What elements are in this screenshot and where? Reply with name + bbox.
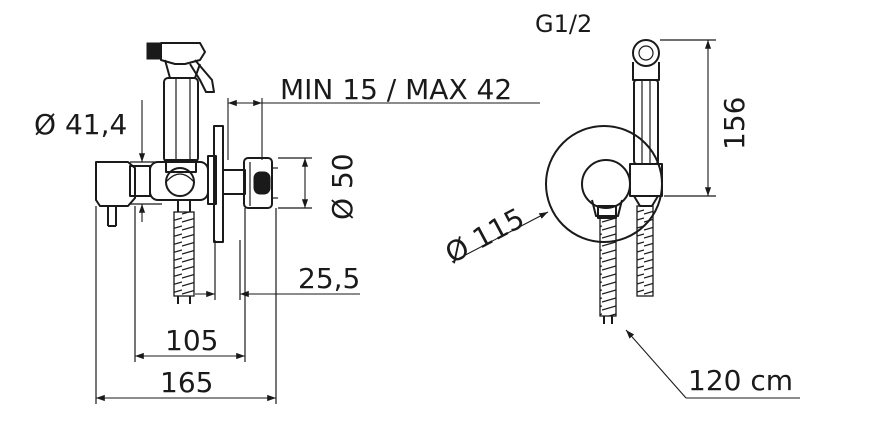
valve-body	[243, 157, 278, 209]
thread-label: G1/2	[535, 10, 592, 38]
diameter-flange-label: Ø 50	[326, 153, 359, 220]
depth-105-label: 105	[165, 324, 218, 357]
dimension-min-max: MIN 15 / MAX 42	[227, 73, 540, 160]
front-shower	[629, 39, 663, 207]
height-label: 156	[718, 97, 751, 150]
dimension-diameter-handle: Ø 41,4	[34, 100, 162, 222]
holder-bracket	[95, 155, 217, 227]
dimension-165: 165	[95, 206, 277, 404]
front-hoses	[599, 205, 654, 324]
shower-head	[146, 42, 215, 173]
dimension-diameter-flange: Ø 50	[278, 153, 359, 220]
dimension-offset: 25,5	[195, 240, 360, 300]
dimension-105: 105	[134, 206, 246, 362]
wall-plate	[213, 125, 246, 243]
hose-length-label: 120 cm	[688, 364, 793, 397]
side-view: MIN 15 / MAX 42 Ø 41,4 Ø 50 25,5	[34, 42, 540, 404]
dimension-height: 156	[660, 39, 751, 197]
front-view: G1/2 156	[440, 10, 800, 399]
side-hose	[173, 200, 195, 304]
diameter-handle-label: Ø 41,4	[34, 108, 127, 141]
dimension-hose-length: 120 cm	[625, 329, 800, 399]
depth-165-label: 165	[160, 366, 213, 399]
diameter-plate-label: Ø 115	[440, 201, 530, 270]
min-max-label: MIN 15 / MAX 42	[280, 73, 512, 106]
dimension-diameter-plate: Ø 115	[440, 201, 549, 270]
offset-label: 25,5	[298, 262, 360, 295]
